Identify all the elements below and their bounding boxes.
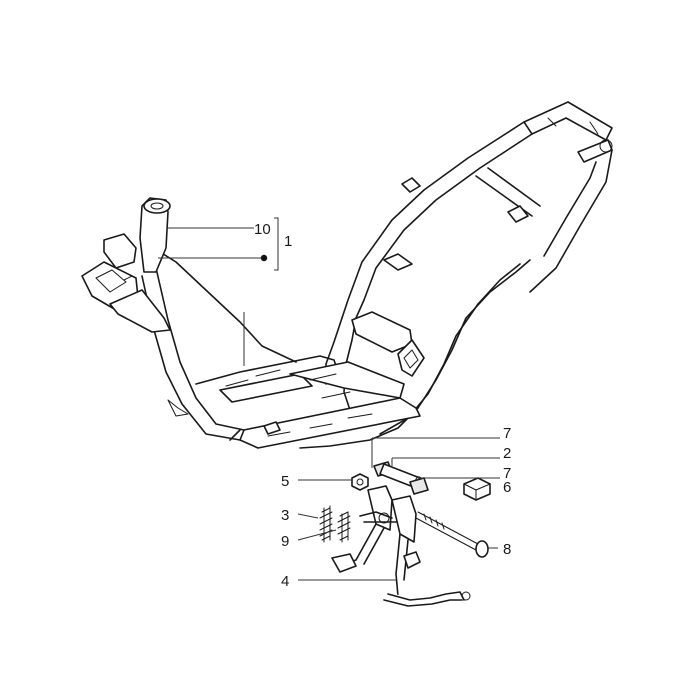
leader-lines [158,217,500,581]
callout-5: 5 [281,473,289,490]
callout-3: 3 [281,507,289,524]
spring-9-part [337,511,351,543]
callout-1: 1 [284,233,292,250]
callout-8: 8 [503,541,511,558]
callout-labels: 10 1 7 2 7 5 6 3 9 8 4 [254,221,511,590]
spring-3-part [319,505,333,543]
callout-4: 4 [281,573,289,590]
stand-pin-assembly [373,461,429,495]
callout-2: 2 [503,445,511,462]
callout-7-lower: 7 [503,465,511,482]
callout-7-upper: 7 [503,425,511,442]
nut-part [351,473,369,491]
reference-dot [260,254,268,262]
callout-9: 9 [281,533,289,550]
callout-10: 10 [254,221,271,238]
callout-6: 6 [503,479,511,496]
center-stand-part [331,485,471,607]
scooter-frame [81,101,613,449]
rubber-block-part [463,477,491,501]
bolt-part [415,511,489,558]
